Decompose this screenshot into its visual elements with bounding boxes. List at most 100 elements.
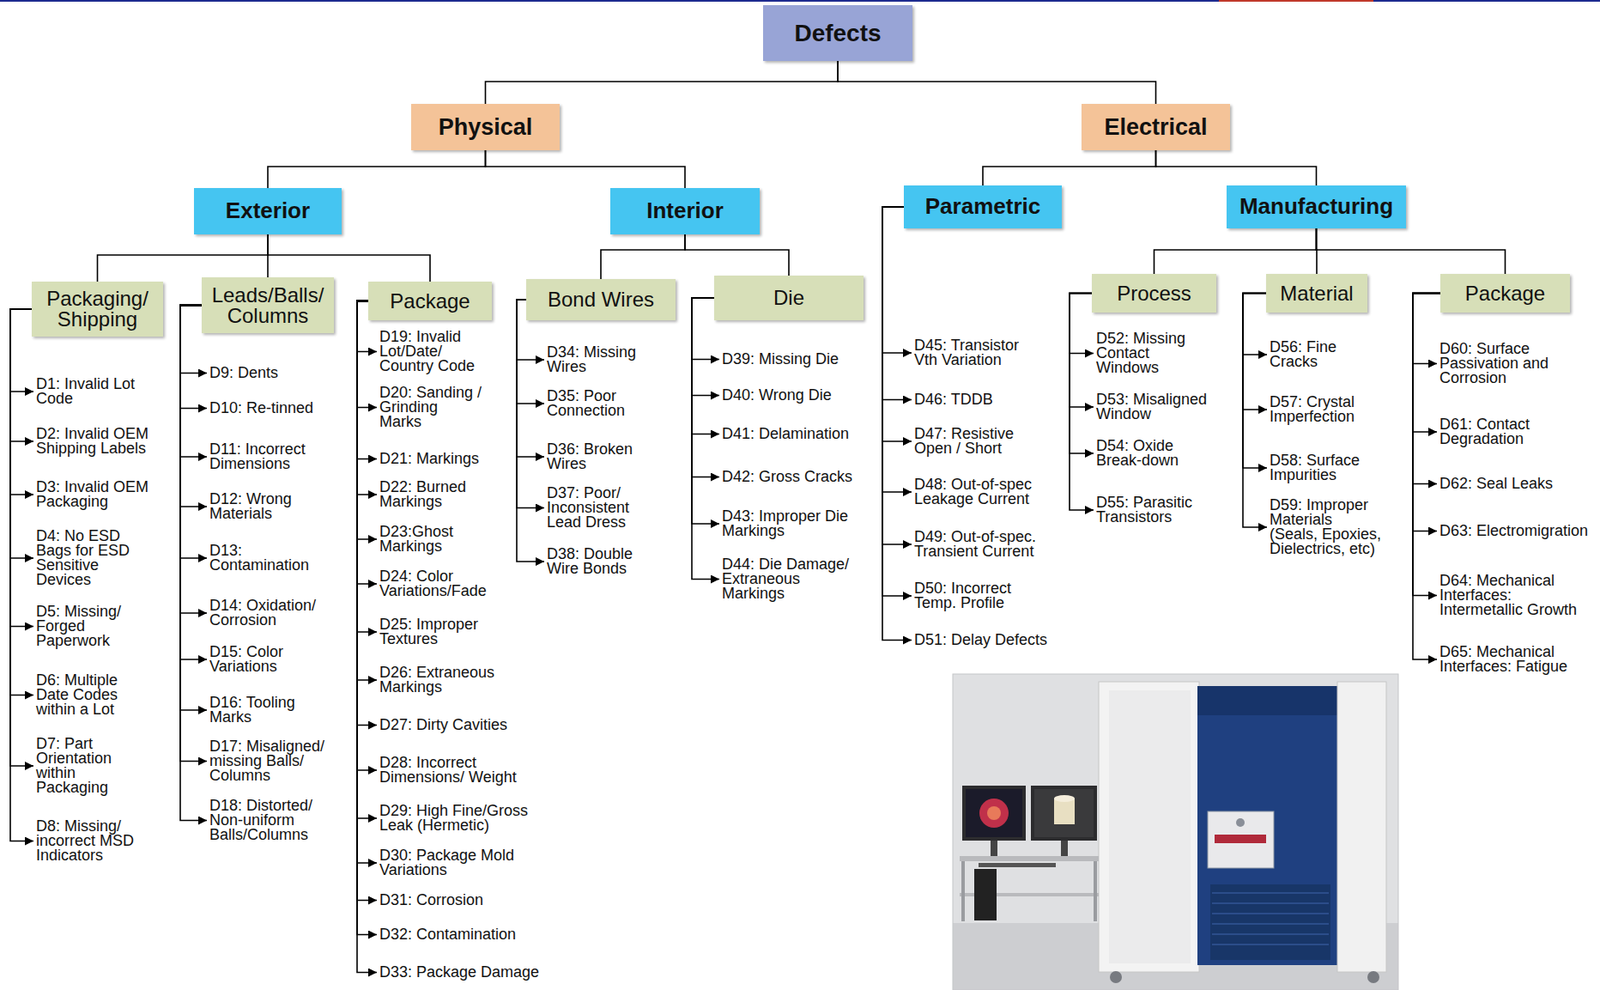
connector — [357, 301, 377, 901]
defect-label: D19: Invalid Lot/Date/ Country Code — [379, 329, 487, 374]
defect-label: D26: Extraneous Markings — [379, 665, 504, 695]
defect-label: D31: Corrosion — [379, 892, 517, 908]
defect-item: D59: Improper Materials (Seals, Epoxies,… — [1269, 497, 1384, 557]
box-label: Leads/Balls/ Columns — [208, 284, 328, 326]
box-label: Parametric — [925, 195, 1041, 218]
connector — [516, 299, 545, 457]
defect-label: D29: High Fine/Gross Leak (Hermetic) — [379, 803, 539, 833]
defect-label: D18: Distorted/ Non-uniform Balls/Column… — [209, 798, 330, 843]
connector — [1156, 150, 1317, 186]
defect-item: D23:Ghost Markings — [379, 524, 500, 554]
defect-label: D37: Poor/ Inconsistent Lead Dress — [546, 485, 655, 530]
photo-shape — [1367, 970, 1380, 983]
defect-item: D44: Die Damage/ Extraneous Markings — [721, 557, 860, 601]
box-label: Bond Wires — [547, 289, 655, 310]
box-label: Package — [1465, 283, 1546, 304]
defect-item: D63: Electromigration — [1439, 523, 1590, 539]
photo-shape — [965, 788, 1023, 837]
photo-shape — [1212, 902, 1329, 904]
defect-label: D8: Missing/ incorrect MSD Indicators — [36, 818, 144, 863]
category-box: Physical — [411, 103, 560, 151]
category-box: Process — [1091, 273, 1217, 313]
defect-label: D63: Electromigration — [1439, 523, 1590, 539]
connector — [600, 234, 685, 279]
connector — [357, 301, 377, 540]
photo-shape — [1054, 798, 1075, 825]
defect-item: D11: Incorrect Dimensions — [209, 442, 330, 472]
photo-shape — [1034, 788, 1094, 837]
defect-label: D35: Poor Connection — [546, 388, 655, 419]
box-label: Die — [773, 287, 805, 309]
connector — [1412, 293, 1441, 485]
defect-item: D32: Contamination — [379, 927, 534, 942]
defect-item: D60: Surface Passivation and Corrosion — [1439, 341, 1590, 386]
defect-item: D8: Missing/ incorrect MSD Indicators — [36, 818, 144, 863]
defect-item: D43: Improper Die Markings — [721, 509, 860, 539]
connector — [1069, 293, 1094, 511]
photo-shape — [1212, 891, 1329, 894]
defect-label: D12: Wrong Materials — [209, 491, 330, 522]
defect-label: D7: Part Orientation within Packaging — [36, 736, 144, 795]
connector — [357, 301, 377, 771]
defect-item: D40: Wrong Die — [721, 387, 860, 403]
photo-shape — [979, 798, 1009, 828]
defect-item: D39: Missing Die — [721, 351, 860, 367]
connector — [1069, 293, 1094, 455]
defect-label: D58: Surface Impurities — [1269, 453, 1384, 483]
connector — [1242, 293, 1267, 411]
photo-shape — [1060, 840, 1068, 856]
defect-label: D48: Out-of-spec Leakage Current — [914, 477, 1052, 507]
box-label: Packaging/ Shipping — [38, 288, 157, 329]
connector — [1412, 293, 1441, 433]
xray-machine-photo — [952, 673, 1399, 990]
photo-shape — [1054, 794, 1075, 802]
defect-label: D10: Re-tinned — [209, 400, 330, 416]
defect-label: D25: Improper Textures — [379, 617, 500, 647]
defect-item: D27: Dirty Cavities — [379, 717, 517, 733]
defect-item: D53: Misaligned Window — [1096, 392, 1213, 422]
connector — [516, 299, 545, 562]
category-box: Exterior — [193, 187, 342, 235]
category-box: Material — [1266, 273, 1368, 313]
connector — [357, 301, 377, 496]
photo-shape — [1197, 685, 1340, 716]
connector — [267, 150, 486, 188]
connector — [837, 60, 1157, 104]
defect-label: D13: Contamination — [209, 543, 330, 573]
connector — [882, 206, 912, 545]
defect-label: D34: Missing Wires — [546, 345, 655, 375]
photo-shape — [959, 855, 1099, 861]
photo-shape — [1197, 685, 1340, 965]
defect-label: D1: Invalid Lot Code — [36, 376, 161, 407]
connector — [180, 305, 207, 661]
photo-shape — [1093, 860, 1097, 922]
photo-shape — [0, 0, 1219, 2]
defect-label: D38: Double Wire Bonds — [546, 546, 655, 576]
defect-item: D41: Delamination — [721, 426, 860, 442]
box-label: Material — [1279, 283, 1353, 304]
connector — [10, 309, 34, 442]
connector — [357, 301, 377, 726]
box-label: Package — [389, 290, 470, 312]
defect-label: D59: Improper Materials (Seals, Epoxies,… — [1269, 497, 1384, 557]
box-label: Defects — [793, 21, 881, 45]
defect-item: D36: Broken Wires — [546, 442, 655, 472]
connector — [1242, 293, 1267, 356]
defect-item: D3: Invalid OEM Packaging — [36, 479, 161, 510]
defect-label: D23:Ghost Markings — [379, 524, 500, 554]
defect-item: D45: Transistor Vth Variation — [914, 338, 1035, 368]
category-box: Leads/Balls/ Columns — [201, 277, 334, 334]
category-box: Manufacturing — [1226, 185, 1407, 229]
defect-label: D42: Gross Cracks — [721, 469, 860, 485]
defect-item: D52: Missing Contact Windows — [1096, 331, 1213, 376]
box-label: Electrical — [1103, 115, 1207, 139]
connector — [10, 309, 34, 558]
box-label: Interior — [646, 200, 724, 222]
connector — [485, 60, 839, 104]
connector — [97, 234, 269, 282]
defect-item: D17: Misaligned/ missing Balls/ Columns — [209, 739, 330, 783]
connector — [882, 206, 912, 492]
defect-item: D10: Re-tinned — [209, 400, 330, 416]
category-box: Package — [368, 281, 492, 321]
